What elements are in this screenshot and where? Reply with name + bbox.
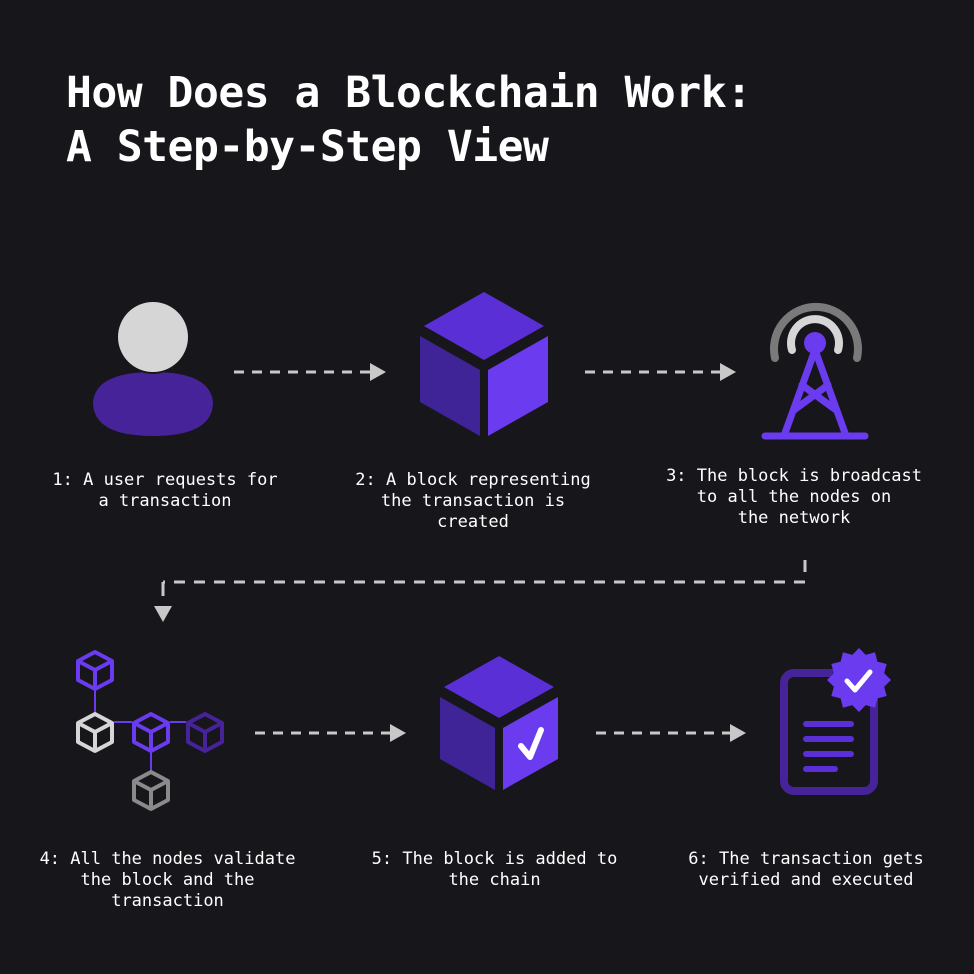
cube-check-icon	[440, 656, 558, 790]
arrow-step2-to-step3	[585, 363, 736, 381]
connector-step3-to-step4	[154, 560, 807, 622]
node-left	[76, 712, 114, 753]
node-right	[186, 712, 224, 753]
node-center	[132, 712, 170, 753]
step-5-caption: 5: The block is added to the chain	[371, 849, 618, 890]
node-bottom	[132, 770, 170, 811]
user-icon	[93, 300, 213, 436]
page-title: How Does a Blockchain Work: A Step-by-St…	[66, 66, 752, 174]
title-line-2: A Step-by-Step View	[66, 122, 549, 172]
step-6-caption: 6: The transaction gets verified and exe…	[688, 849, 924, 890]
step-1-caption: 1: A user requests for a transaction	[52, 470, 278, 511]
check-icon	[518, 727, 544, 760]
arrow-step1-to-step2	[234, 363, 386, 381]
arrow-step4-to-step5	[255, 724, 406, 742]
node-top	[76, 650, 114, 691]
title-line-1: How Does a Blockchain Work:	[66, 68, 752, 118]
broadcast-tower-icon	[761, 302, 869, 440]
verified-badge-icon	[827, 648, 891, 712]
step-3-caption: 3: The block is broadcast to all the nod…	[666, 466, 922, 528]
arrow-step5-to-step6	[596, 724, 746, 742]
node-network-icon	[76, 650, 224, 811]
step-2-caption: 2: A block representing the transaction …	[355, 470, 591, 532]
cube-icon	[420, 292, 548, 436]
document-check-icon	[780, 648, 891, 795]
step-4-caption: 4: All the nodes validate the block and …	[39, 849, 296, 911]
